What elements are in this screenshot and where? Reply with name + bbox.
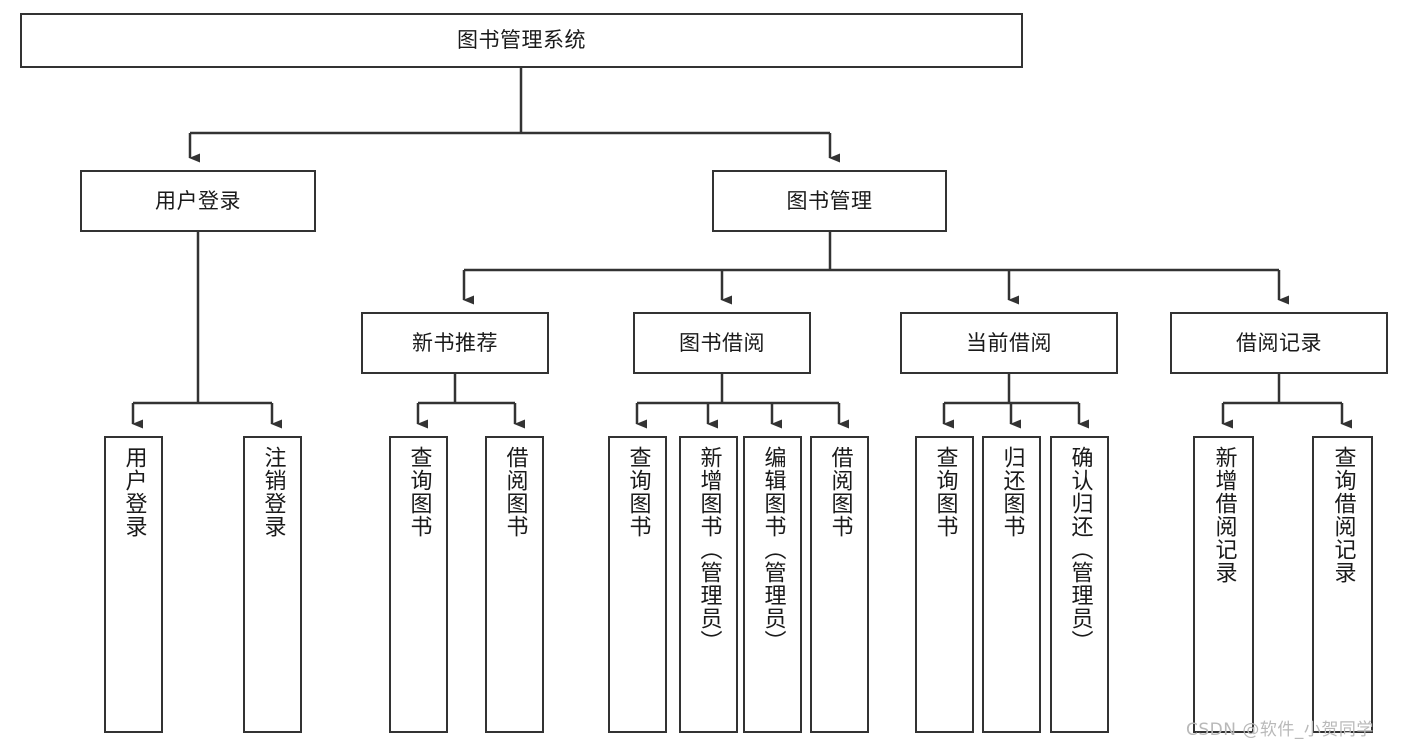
leaf-record-query-record[interactable]: 查询借阅记录	[1312, 436, 1373, 733]
leaf-record-add-record[interactable]: 新增借阅记录	[1193, 436, 1254, 733]
leaf-borrow-query-book-label: 查询图书	[625, 446, 651, 538]
leaf-borrow-query-book[interactable]: 查询图书	[608, 436, 667, 733]
node-borrow-record-label: 借阅记录	[1236, 330, 1322, 355]
leaf-current-query-book-label: 查询图书	[932, 446, 958, 538]
node-new-book-recommend[interactable]: 新书推荐	[361, 312, 549, 374]
leaf-borrow-add-book[interactable]: 新增图书（管理员）	[679, 436, 738, 733]
leaf-user-login-logout[interactable]: 注销登录	[243, 436, 302, 733]
leaf-user-login-logout-label: 注销登录	[260, 446, 286, 538]
leaf-current-query-book[interactable]: 查询图书	[915, 436, 974, 733]
leaf-recommend-query-book[interactable]: 查询图书	[389, 436, 448, 733]
watermark-text: CSDN @软件_小贺同学	[1186, 720, 1374, 740]
node-borrow-record[interactable]: 借阅记录	[1170, 312, 1388, 374]
node-root[interactable]: 图书管理系统	[20, 13, 1023, 68]
node-user-login-label: 用户登录	[155, 188, 241, 213]
leaf-borrow-add-book-label: 新增图书（管理员）	[696, 446, 722, 653]
node-book-borrow[interactable]: 图书借阅	[633, 312, 811, 374]
node-user-login[interactable]: 用户登录	[80, 170, 316, 232]
leaf-user-login-login[interactable]: 用户登录	[104, 436, 163, 733]
leaf-current-return-book[interactable]: 归还图书	[982, 436, 1041, 733]
leaf-current-confirm-return-label: 确认归还（管理员）	[1067, 446, 1093, 653]
node-book-management[interactable]: 图书管理	[712, 170, 947, 232]
node-book-borrow-label: 图书借阅	[679, 330, 765, 355]
node-book-management-label: 图书管理	[786, 188, 873, 213]
leaf-borrow-edit-book[interactable]: 编辑图书（管理员）	[743, 436, 802, 733]
node-current-borrow[interactable]: 当前借阅	[900, 312, 1118, 374]
leaf-user-login-login-label: 用户登录	[121, 446, 147, 538]
leaf-borrow-edit-book-label: 编辑图书（管理员）	[760, 446, 786, 653]
leaf-borrow-borrow-book[interactable]: 借阅图书	[810, 436, 869, 733]
node-new-book-recommend-label: 新书推荐	[412, 330, 498, 355]
leaf-borrow-borrow-book-label: 借阅图书	[827, 446, 853, 538]
leaf-recommend-borrow-book[interactable]: 借阅图书	[485, 436, 544, 733]
node-current-borrow-label: 当前借阅	[966, 330, 1052, 355]
leaf-recommend-borrow-book-label: 借阅图书	[502, 446, 528, 538]
leaf-current-confirm-return[interactable]: 确认归还（管理员）	[1050, 436, 1109, 733]
leaf-record-query-record-label: 查询借阅记录	[1330, 446, 1356, 584]
leaf-recommend-query-book-label: 查询图书	[406, 446, 432, 538]
node-root-label: 图书管理系统	[457, 28, 586, 53]
leaf-record-add-record-label: 新增借阅记录	[1211, 446, 1237, 584]
leaf-current-return-book-label: 归还图书	[999, 446, 1025, 538]
